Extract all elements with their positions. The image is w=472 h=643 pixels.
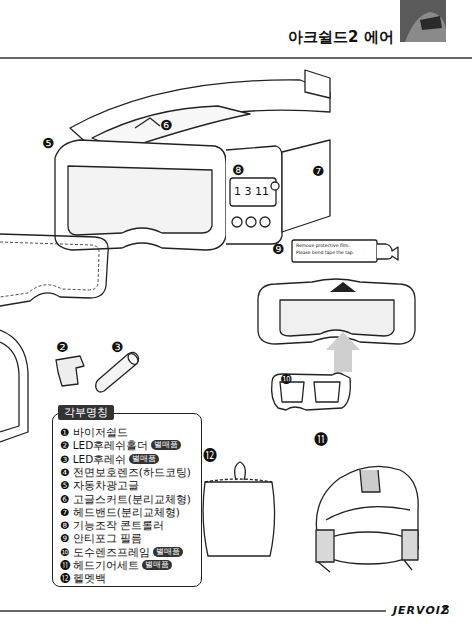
callout-number: ❷	[56, 340, 69, 354]
list-item: ❷ LED후레쉬홀더	[60, 439, 148, 451]
list-item: ❻ 고글스커트(분리교체형)	[60, 493, 191, 505]
page-title: 아크쉴드2 에어	[288, 30, 394, 45]
item-text: ❾ 안티포그 필름	[60, 532, 142, 544]
callout-number: ❽	[232, 163, 245, 177]
callout-number: ❿	[280, 372, 293, 386]
film-text: Please bend tape the tap.	[296, 251, 354, 256]
display-digits: 1 3 11	[234, 186, 269, 197]
item-text: ❻ 고글스커트(분리교체형)	[60, 493, 191, 505]
list-item: ❽ 기능조작 콘트롤러	[60, 519, 164, 531]
list-item: ❶ 바이저쉴드	[60, 426, 128, 438]
item-text: ❹ 전면보호렌즈(하드코팅)	[60, 466, 191, 478]
callout-number: ⓫	[314, 432, 328, 446]
list-item: ❼ 헤드밴드(분리교체형)	[60, 506, 180, 518]
list-item: ❸ LED후레쉬	[60, 453, 126, 465]
list-heading: 각부명칭	[58, 405, 114, 420]
callout-number: ❻	[160, 118, 173, 132]
option-badge: 별매품	[153, 547, 183, 557]
item-text: ❸ LED후레쉬	[60, 453, 126, 465]
footer-rule	[0, 611, 386, 612]
list-item: ❾ 안티포그 필름	[60, 532, 142, 544]
option-badge: 별매품	[151, 440, 181, 450]
callout-number: ❾	[272, 242, 285, 256]
option-badge: 별매품	[129, 454, 159, 464]
callout-number: ⓬	[203, 448, 217, 462]
header-art	[0, 0, 472, 58]
brand-logo: JERVOIZ	[393, 605, 450, 616]
option-badge: 별매품	[142, 560, 172, 570]
film-text: Remove protective film.	[296, 244, 350, 249]
item-text: ❽ 기능조작 콘트롤러	[60, 519, 164, 531]
list-item: ⓫ 헤드기어세트	[60, 559, 139, 571]
callout-number: ❼	[312, 164, 325, 178]
callout-number: ❺	[42, 136, 55, 150]
list-item: ❹ 전면보호렌즈(하드코팅)	[60, 466, 191, 478]
item-text: ❺ 자동차광고글	[60, 479, 139, 491]
item-text: ❿ 도수렌즈프레임	[60, 546, 150, 558]
item-text: ❶ 바이저쉴드	[60, 426, 128, 438]
item-text: ⓬ 헬멧백	[60, 572, 106, 584]
list-item: ❺ 자동차광고글	[60, 479, 139, 491]
badge-text: 별매품	[145, 560, 169, 569]
item-text: ⓫ 헤드기어세트	[60, 559, 139, 571]
list-item: ⓬ 헬멧백	[60, 572, 106, 584]
list-item: ❿ 도수렌즈프레임	[60, 546, 150, 558]
parts-list-box: 각부명칭❶ 바이저쉴드❷ LED후레쉬홀더❸ LED후레쉬❹ 전면보호렌즈(하드…	[52, 413, 202, 587]
callout-number: ❸	[111, 340, 124, 354]
badge-text: 별매품	[154, 440, 178, 449]
badge-text: 별매품	[132, 454, 156, 463]
item-text: ❷ LED후레쉬홀더	[60, 439, 148, 451]
goggle-illustration	[0, 70, 418, 572]
page-number: 5	[442, 604, 450, 616]
badge-text: 별매품	[156, 547, 180, 556]
item-text: ❼ 헤드밴드(분리교체형)	[60, 506, 180, 518]
